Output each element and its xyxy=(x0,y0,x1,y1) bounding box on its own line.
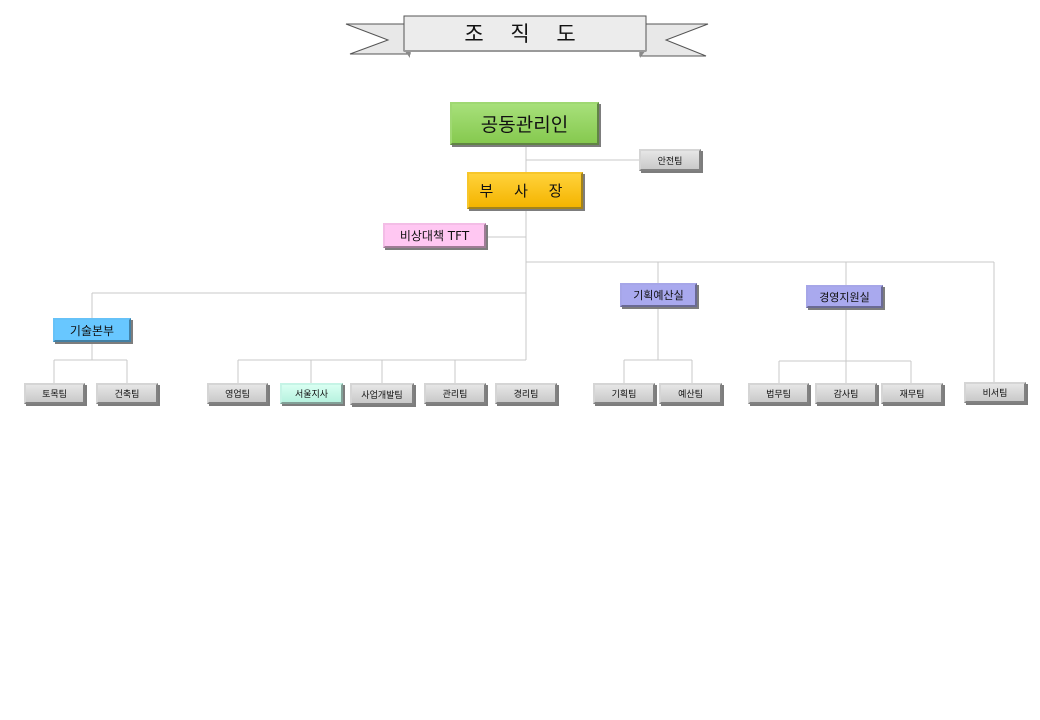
node-civil-label: 토목팀 xyxy=(42,390,67,400)
node-planning-budget-office-label: 기획예산실 xyxy=(633,289,684,302)
node-planning-label: 기획팀 xyxy=(611,390,637,400)
node-finance-label: 재무팀 xyxy=(899,390,925,400)
node-emergency-tft[interactable]: 비상대책 TFT xyxy=(383,223,486,248)
node-architecture-label: 건축팀 xyxy=(114,390,140,400)
node-board-label: 공동관리인 xyxy=(480,114,569,136)
node-tech-division-label: 기술본부 xyxy=(69,323,115,338)
node-business-dev[interactable]: 사업개발팀 xyxy=(350,383,414,405)
node-management-support-office[interactable]: 경영지원실 xyxy=(806,285,883,308)
node-budget-label: 예산팀 xyxy=(678,390,703,400)
node-civil[interactable]: 토목팀 xyxy=(24,383,85,404)
page-title: 조 직 도 xyxy=(464,22,586,46)
node-secretary[interactable]: 비서팀 xyxy=(964,382,1026,403)
node-accounting-label: 경리팀 xyxy=(513,390,539,400)
node-audit[interactable]: 감사팀 xyxy=(815,383,877,404)
node-secretary-label: 비서팀 xyxy=(982,389,1008,399)
node-management-support-office-label: 경영지원실 xyxy=(819,290,870,304)
node-safety-label: 안전팀 xyxy=(657,156,683,167)
node-sales-label: 영업팀 xyxy=(225,390,250,400)
node-audit-label: 감사팀 xyxy=(833,390,859,400)
node-management-label: 관리팀 xyxy=(442,390,468,400)
node-board[interactable]: 공동관리인 xyxy=(450,102,599,145)
node-management[interactable]: 관리팀 xyxy=(424,383,486,404)
node-vice-president-label: 부 사 장 xyxy=(479,182,571,200)
node-business-dev-label: 사업개발팀 xyxy=(361,390,403,401)
node-accounting[interactable]: 경리팀 xyxy=(495,383,557,404)
node-seoul-branch-label: 서울지사 xyxy=(294,390,329,400)
node-planning-budget-office[interactable]: 기획예산실 xyxy=(620,283,697,307)
node-seoul-branch[interactable]: 서울지사 xyxy=(280,383,343,404)
node-safety[interactable]: 안전팀 xyxy=(639,149,701,171)
node-planning[interactable]: 기획팀 xyxy=(593,383,655,404)
node-emergency-tft-label: 비상대책 TFT xyxy=(399,229,470,243)
node-architecture[interactable]: 건축팀 xyxy=(96,383,158,404)
node-sales[interactable]: 영업팀 xyxy=(207,383,268,404)
node-legal-label: 법무팀 xyxy=(766,390,791,400)
node-finance[interactable]: 재무팀 xyxy=(881,383,943,404)
node-legal[interactable]: 법무팀 xyxy=(748,383,809,404)
node-vice-president[interactable]: 부 사 장 xyxy=(467,172,583,209)
title-ribbon xyxy=(345,15,709,58)
node-budget[interactable]: 예산팀 xyxy=(659,383,722,404)
node-tech-division[interactable]: 기술본부 xyxy=(53,318,131,342)
